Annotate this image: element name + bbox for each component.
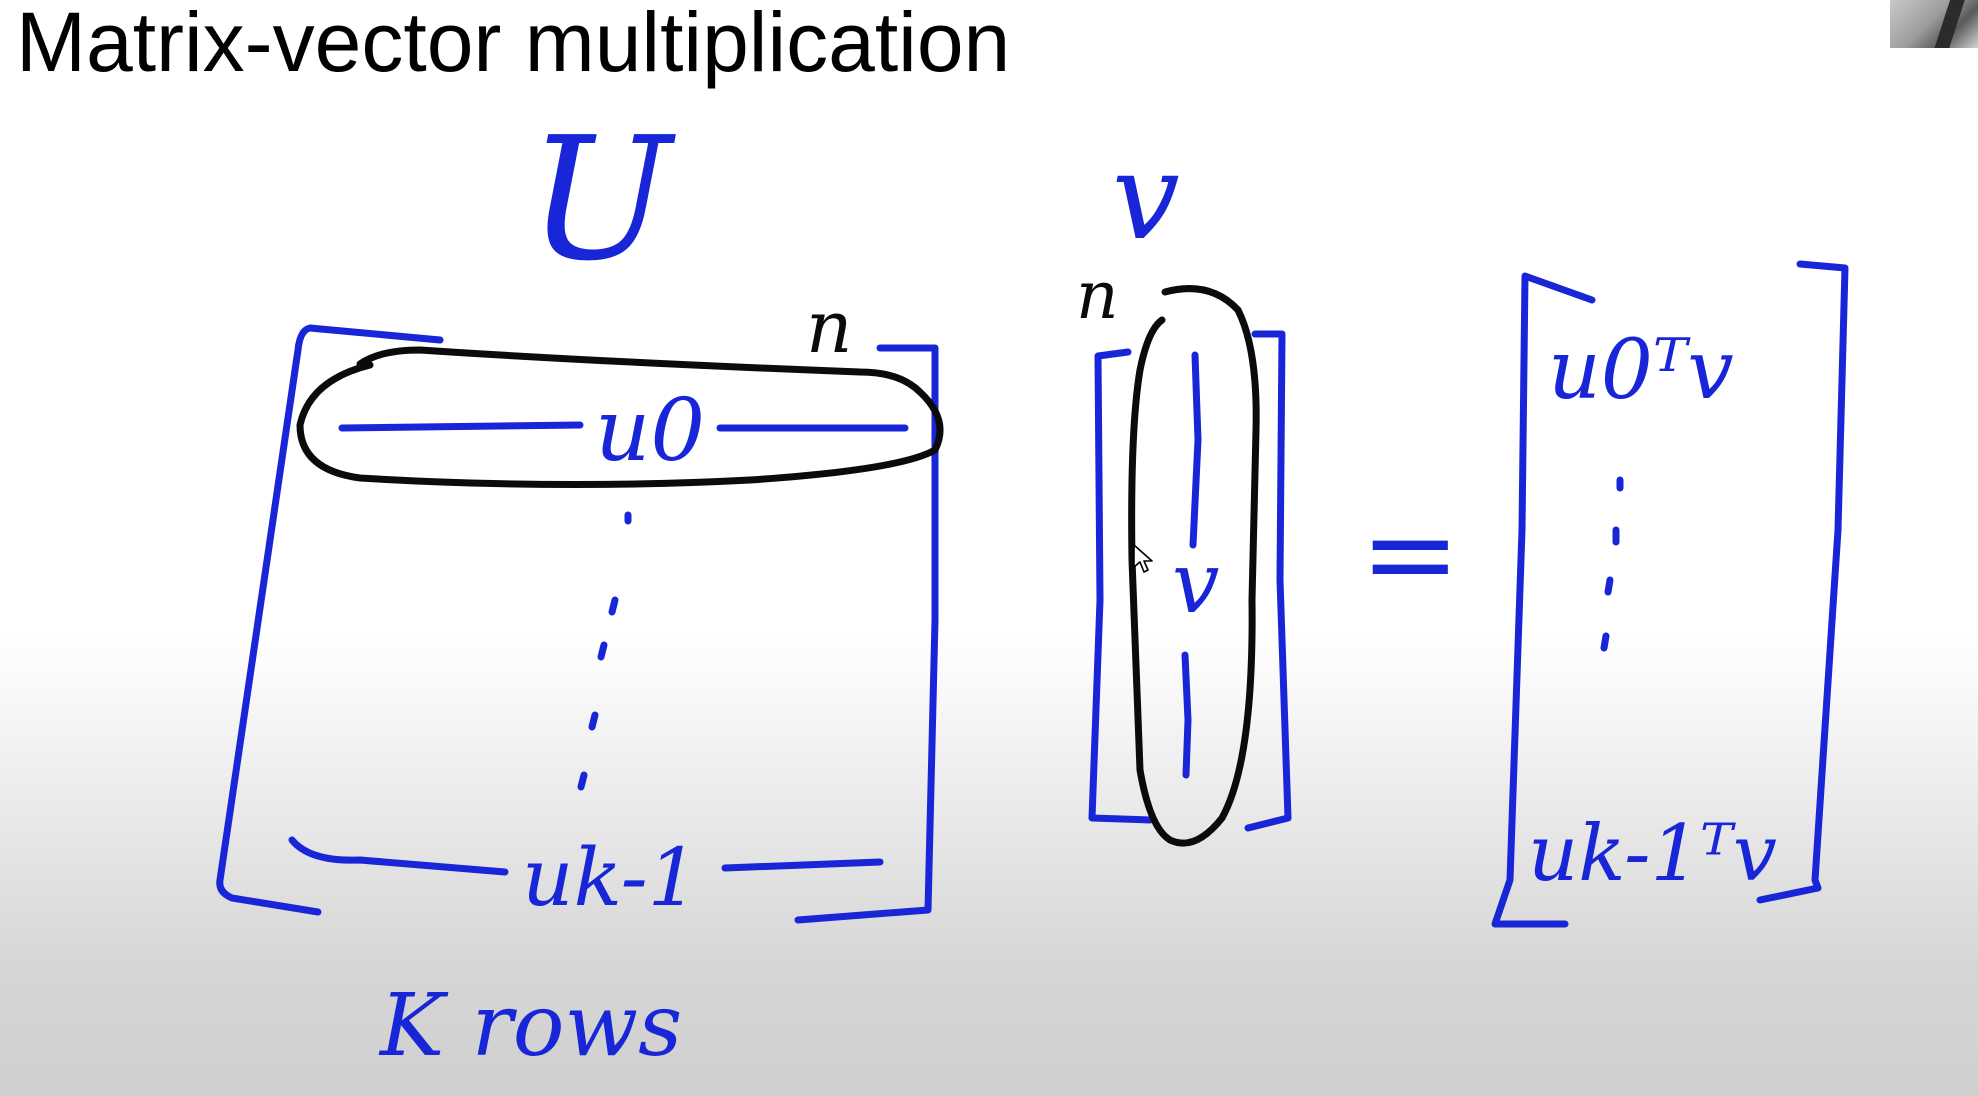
vector-dim-label: n — [1076, 257, 1119, 334]
matrix-label: U — [528, 101, 676, 299]
last-row-line — [288, 836, 884, 876]
vector-inner-lines — [1181, 351, 1202, 779]
result-bracket — [1491, 260, 1849, 928]
equals-sign: = — [1360, 485, 1461, 624]
slide-title: Matrix-vector multiplication — [16, 0, 1011, 89]
first-row-line — [338, 421, 909, 432]
vector-highlight — [1128, 285, 1260, 847]
vector-label: v — [1112, 128, 1180, 267]
vector-inner-label: v — [1172, 534, 1219, 632]
result-last-entry: uk-1ᵀv — [1528, 809, 1777, 899]
result-first-entry: u0ᵀv — [1548, 323, 1734, 418]
row-dim-label: n — [806, 285, 852, 369]
first-row-label: u0 — [595, 381, 705, 481]
vector-v-bracket — [1088, 330, 1292, 832]
matrix-u-bracket — [216, 324, 939, 924]
row-ellipsis — [577, 511, 632, 791]
result-ellipsis — [1600, 476, 1624, 652]
webcam-thumbnail — [1890, 0, 1978, 48]
last-row-label: uk-1 — [522, 831, 699, 924]
mouse-pointer-icon — [1133, 544, 1153, 573]
rows-count-label: K rows — [378, 976, 682, 1076]
first-row-highlight — [296, 346, 944, 489]
